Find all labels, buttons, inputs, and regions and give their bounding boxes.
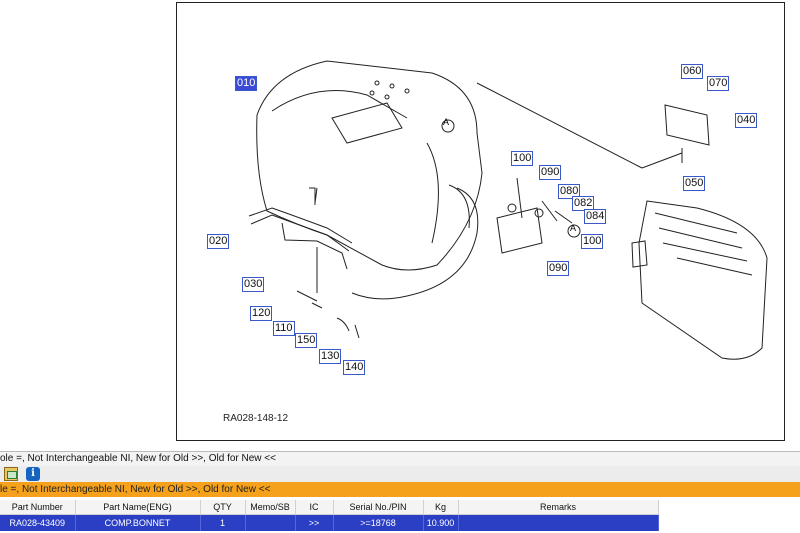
col-kg[interactable]: Kg [423,500,459,515]
callout-130[interactable]: 130 [319,349,342,364]
grid-view-icon[interactable] [4,467,18,481]
col-qty[interactable]: QTY [200,500,246,515]
col-serial[interactable]: Serial No./PIN [333,500,424,515]
callout-150[interactable]: 150 [295,333,318,348]
table-row[interactable]: RA028-43409 COMP.BONNET 1 >> >=18768 10.… [0,514,659,531]
cell-qty: 1 [200,514,246,531]
ic-legend-orange: le =, Not Interchangeable NI, New for Ol… [0,482,800,497]
toolbar: i [0,466,800,482]
callout-082[interactable]: 082 [572,196,595,211]
cell-kg: 10.900 [423,514,459,531]
cell-part-name: COMP.BONNET [75,514,201,531]
col-remarks[interactable]: Remarks [458,500,659,515]
callout-070[interactable]: 070 [707,76,730,91]
callout-050[interactable]: 050 [683,176,706,191]
callout-080[interactable]: 080 [558,184,581,199]
bonnet-exploded-drawing [248,60,768,360]
callout-020[interactable]: 020 [207,234,230,249]
callout-090-upper[interactable]: 090 [539,165,562,180]
callout-010[interactable]: 010 [235,76,258,91]
parts-table: Part Number Part Name(ENG) QTY Memo/SB I… [0,500,659,531]
cell-part-number: RA028-43409 [0,514,76,531]
table-header: Part Number Part Name(ENG) QTY Memo/SB I… [0,500,659,515]
callout-030[interactable]: 030 [242,277,265,292]
callout-040[interactable]: 040 [735,113,758,128]
callout-120[interactable]: 120 [250,306,273,321]
col-part-number[interactable]: Part Number [0,500,76,515]
callout-060[interactable]: 060 [681,64,704,79]
ic-legend-bar: ole =, Not Interchangeable NI, New for O… [0,451,800,467]
callout-084[interactable]: 084 [584,209,607,224]
col-ic[interactable]: IC [295,500,334,515]
cell-remarks [458,514,659,531]
callout-140[interactable]: 140 [343,360,366,375]
ref-marker-a-left: A [443,117,450,127]
cell-memo [245,514,296,531]
cell-ic: >> [295,514,334,531]
callout-110[interactable]: 110 [273,321,295,336]
ref-marker-a-right: A [570,223,577,233]
parts-diagram: 010 020 030 040 050 060 070 080 082 084 … [176,2,785,441]
info-icon[interactable]: i [26,467,40,481]
callout-100-lower[interactable]: 100 [581,234,604,249]
col-memo[interactable]: Memo/SB [245,500,296,515]
callout-100-upper[interactable]: 100 [511,151,534,166]
drawing-code: RA028-148-12 [223,413,289,424]
cell-serial: >=18768 [333,514,424,531]
callout-090-lower[interactable]: 090 [547,261,570,276]
col-part-name[interactable]: Part Name(ENG) [75,500,201,515]
